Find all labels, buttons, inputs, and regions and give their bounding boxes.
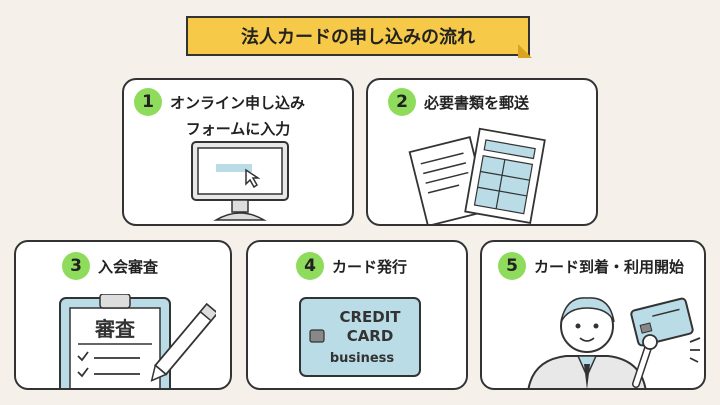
computer-monitor-icon <box>191 141 289 221</box>
step-5-number: 5 <box>498 252 526 280</box>
step-card-5: 5 カード到着・利用開始 <box>480 240 706 390</box>
credit-card-icon: CREDIT CARD business <box>299 297 421 377</box>
flow-title: 法人カードの申し込みの流れ <box>186 16 530 56</box>
step-3-header: 3 入会審査 <box>62 252 158 280</box>
card-text-business: business <box>330 351 395 366</box>
step-1-label: オンライン申し込み <box>170 93 306 112</box>
step-3-label: 入会審査 <box>98 257 159 276</box>
step-4-header: 4 カード発行 <box>296 252 407 280</box>
review-stamp-text: 審査 <box>94 317 135 341</box>
step-card-1: 1 オンライン申し込み フォームに入力 <box>122 78 354 226</box>
step-5-label: カード到着・利用開始 <box>534 257 685 276</box>
step-1-header: 1 オンライン申し込み <box>134 88 305 116</box>
step-1-label-line2: フォームに入力 <box>185 120 291 138</box>
step-card-2: 2 必要書類を郵送 <box>366 78 598 226</box>
step-5-header: 5 カード到着・利用開始 <box>498 252 684 280</box>
card-text-credit: CREDIT <box>339 308 401 326</box>
clipboard-review-icon: 審査 <box>59 294 216 388</box>
step-2-header: 2 必要書類を郵送 <box>388 88 529 116</box>
step-2-label: 必要書類を郵送 <box>424 93 530 112</box>
documents-icon <box>408 127 546 224</box>
card-text-card: CARD <box>347 327 394 345</box>
step-1-number: 1 <box>134 88 162 116</box>
person-with-card-icon <box>527 297 701 388</box>
step-card-3: 3 入会審査 審査 <box>14 240 232 390</box>
step-4-number: 4 <box>296 252 324 280</box>
step-4-label: カード発行 <box>332 257 408 276</box>
step-3-number: 3 <box>62 252 90 280</box>
step-card-4: 4 カード発行 CREDIT CARD business <box>246 240 468 390</box>
flow-title-text: 法人カードの申し込みの流れ <box>241 27 475 48</box>
step-2-number: 2 <box>388 88 416 116</box>
banner-fold-decoration <box>518 44 532 58</box>
